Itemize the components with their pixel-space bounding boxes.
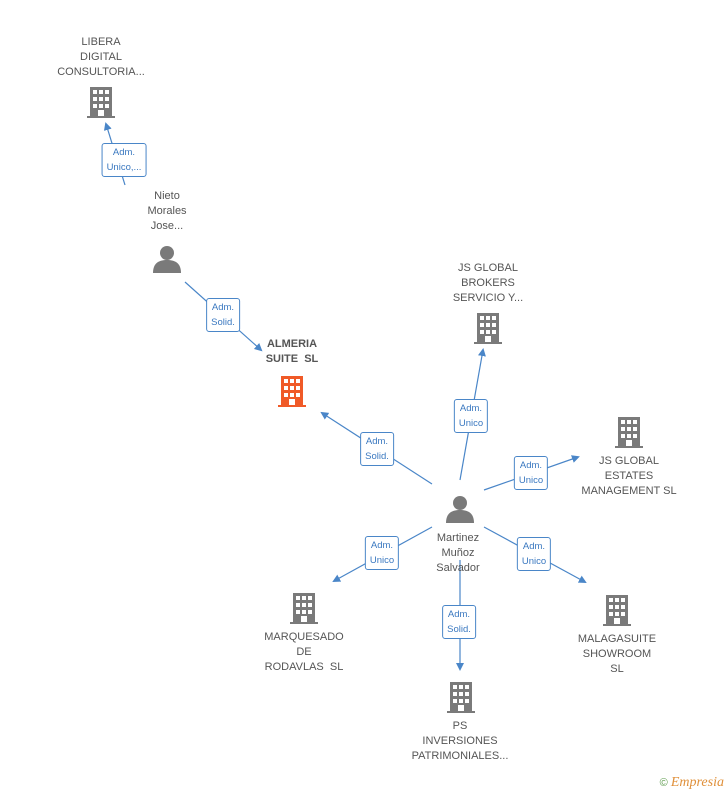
edge-label-e5[interactable]: Adm. Unico — [513, 456, 549, 490]
building-icon-jsestates[interactable] — [615, 417, 643, 448]
edge-label-e6[interactable]: Adm. Unico — [364, 536, 400, 570]
node-label-jsbrokers[interactable]: JS GLOBAL BROKERS SERVICIO Y... — [452, 262, 524, 304]
building-icon-libera[interactable] — [87, 87, 115, 118]
edge-label-e1[interactable]: Adm. Unico,... — [101, 143, 147, 177]
edge-label-e3[interactable]: Adm. Solid. — [360, 432, 394, 466]
edge-label-e7[interactable]: Adm. Unico — [516, 537, 552, 571]
node-label-marquesado[interactable]: MARQUESADO DE RODAVLAS SL — [264, 631, 344, 673]
building-icon-malagasuite[interactable] — [603, 595, 631, 626]
node-label-jsestates[interactable]: JS GLOBAL ESTATES MANAGEMENT SL — [581, 455, 677, 497]
edge-label-e4[interactable]: Adm. Unico — [453, 399, 489, 433]
node-label-libera[interactable]: LIBERA DIGITAL CONSULTORIA... — [57, 36, 145, 78]
edge-label-e2[interactable]: Adm. Solid. — [206, 298, 240, 332]
icons-layer — [87, 87, 643, 713]
person-icon-martinez[interactable] — [446, 496, 474, 523]
edge-label-e8[interactable]: Adm. Solid. — [442, 605, 476, 639]
node-label-almeria[interactable]: ALMERIA SUITE SL — [265, 338, 319, 365]
person-icon-nieto[interactable] — [153, 246, 181, 273]
footer: © Empresia — [660, 775, 724, 791]
building-icon-ps[interactable] — [447, 682, 475, 713]
node-label-malagasuite[interactable]: MALAGASUITE SHOWROOM SL — [577, 633, 657, 675]
copyright-symbol: © — [659, 777, 668, 789]
node-label-nieto[interactable]: Nieto Morales Jose... — [147, 190, 187, 232]
empresia-logo[interactable]: Empresia — [670, 775, 724, 790]
building-icon-jsbrokers[interactable] — [474, 313, 502, 344]
node-label-ps[interactable]: PS INVERSIONES PATRIMONIALES... — [411, 720, 509, 762]
building-icon-marquesado[interactable] — [290, 593, 318, 624]
building-icon-almeria[interactable] — [278, 376, 306, 407]
node-label-martinez[interactable]: Martinez Muñoz Salvador — [436, 532, 480, 574]
